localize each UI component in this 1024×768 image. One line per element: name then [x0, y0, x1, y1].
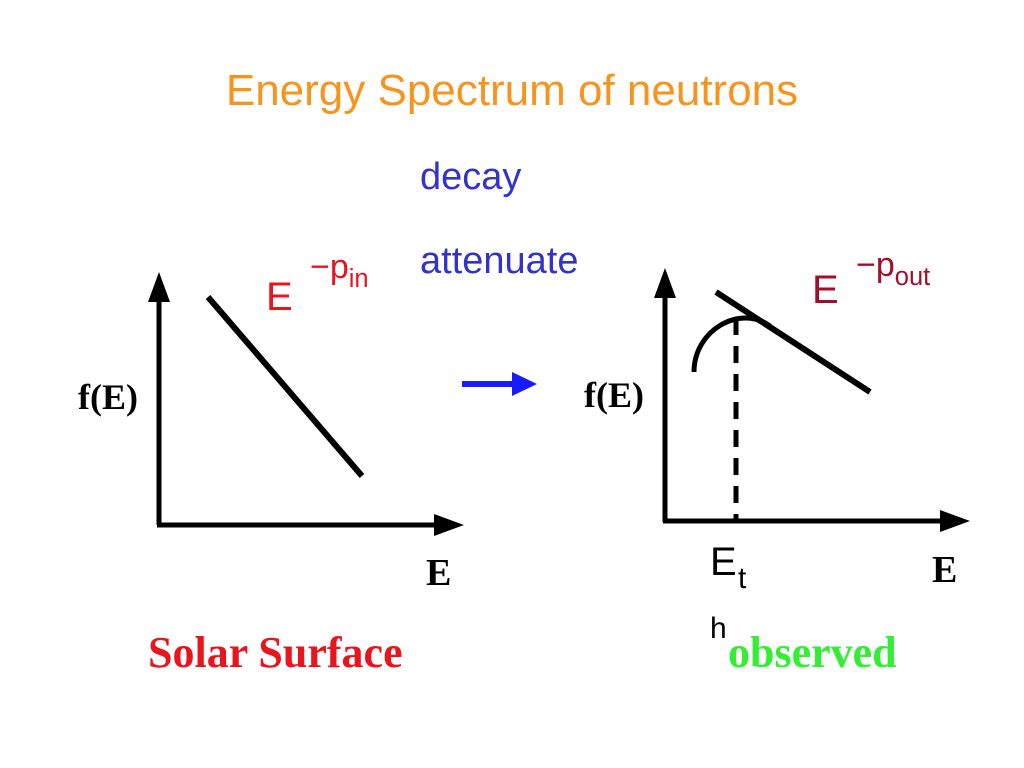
threshold-label-sub-t: t: [738, 562, 747, 595]
threshold-label-main: E: [710, 540, 737, 584]
right-cutoff-curve: [691, 315, 772, 373]
attenuate-label: attenuate: [420, 240, 579, 282]
page-title: Energy Spectrum of neutrons: [225, 66, 799, 115]
formula-in-base: E: [266, 275, 293, 319]
decay-label: decay: [420, 156, 522, 198]
left-axes: [148, 272, 464, 536]
left-x-label: E: [426, 552, 452, 594]
right-x-arrowhead: [940, 510, 970, 532]
formula-in-p: −p: [310, 248, 349, 286]
right-spectrum-line: [714, 289, 872, 395]
right-arrow-icon: [462, 372, 537, 396]
formula-out-p: −p: [856, 246, 895, 284]
right-axes: [654, 268, 970, 532]
right-y-arrowhead: [654, 268, 676, 298]
formula-in-exponent: −pin: [310, 248, 369, 294]
left-y-arrowhead: [148, 272, 170, 302]
formula-out-base: E: [812, 268, 839, 312]
solar-surface-caption: Solar Surface: [148, 628, 403, 677]
formula-out-subscript: out: [894, 262, 931, 291]
left-y-label: f(E): [78, 377, 138, 417]
formula-in-subscript: in: [348, 264, 369, 293]
right-x-label: E: [932, 549, 958, 591]
observed-caption: observed: [728, 628, 897, 677]
threshold-label-sub-h: h: [710, 612, 727, 645]
left-spectrum-line: [205, 295, 365, 478]
right-y-label: f(E): [584, 375, 644, 415]
left-x-arrowhead: [434, 514, 464, 536]
formula-out-exponent: −pout: [856, 246, 930, 292]
